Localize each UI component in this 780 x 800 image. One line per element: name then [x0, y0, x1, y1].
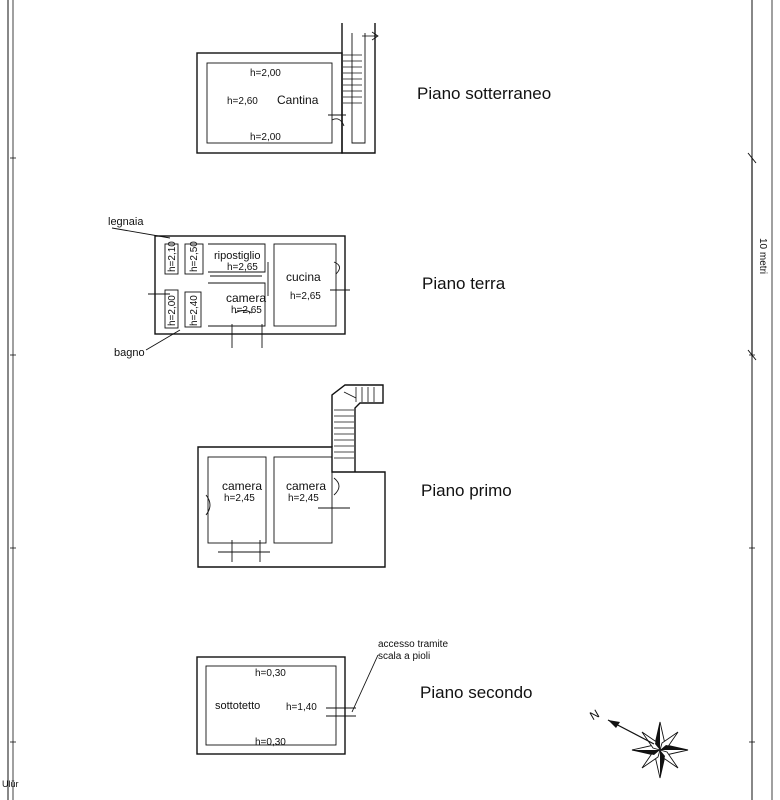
ground-h-2-50: h=2,50 — [189, 241, 200, 272]
ground-ripostiglio-label: ripostiglio — [214, 250, 260, 262]
ground-camera-label: camera — [226, 291, 266, 305]
first-camera-right-label: camera — [286, 479, 326, 493]
compass-north-label: N — [587, 707, 602, 723]
basement-room-label: Cantina — [277, 93, 319, 107]
ground-cucina-label: cucina — [286, 270, 321, 284]
plan-second: h=0,30 sottotetto h=1,40 h=0,30 accesso … — [196, 639, 448, 755]
ground-h-ripostiglio: h=2,65 — [227, 262, 258, 273]
plan-first: camera h=2,45 camera h=2,45 — [197, 384, 386, 568]
basement-h-mid: h=2,60 — [227, 96, 258, 107]
first-h-right: h=2,45 — [288, 493, 319, 504]
ground-legnaia-label: legnaia — [108, 216, 144, 228]
second-h-top: h=0,30 — [255, 668, 286, 679]
second-room-label: sottotetto — [215, 700, 260, 712]
first-floor-stair — [334, 387, 375, 459]
second-access-line2: scala a pioli — [378, 651, 430, 662]
basement-h-bottom: h=2,00 — [250, 132, 281, 143]
scale-bar: 10 metri — [747, 152, 768, 361]
first-h-left: h=2,45 — [224, 493, 255, 504]
ground-h-camera: h=2,65 — [231, 305, 262, 316]
plan-basement: h=2,00 h=2,60 Cantina h=2,00 — [196, 23, 379, 154]
ground-h-cucina: h=2,65 — [290, 291, 321, 302]
first-camera-left-label: camera — [222, 479, 262, 493]
basement-title: Piano sotterraneo — [417, 84, 551, 103]
plan-ground: legnaia bagno h=2,10 h=2,50 h=2,00 h=2,4… — [108, 216, 350, 359]
ground-title: Piano terra — [422, 274, 506, 293]
basement-stair — [343, 31, 379, 104]
second-access-line1: accesso tramite — [378, 639, 448, 650]
ground-h-bagno: h=2,00 — [167, 295, 178, 326]
second-h-mid: h=1,40 — [286, 702, 317, 713]
corner-mark: Ulür — [2, 779, 19, 789]
scale-label: 10 metri — [757, 238, 768, 274]
second-h-bottom: h=0,30 — [255, 737, 286, 748]
ground-bagno-label: bagno — [114, 347, 145, 359]
ground-h-2-40: h=2,40 — [189, 295, 200, 326]
basement-h-top: h=2,00 — [250, 68, 281, 79]
second-title: Piano secondo — [420, 683, 532, 702]
compass-rose-icon — [607, 719, 689, 779]
first-title: Piano primo — [421, 481, 512, 500]
sheet-border — [7, 0, 773, 800]
ground-h-legnaia: h=2,10 — [167, 241, 178, 272]
